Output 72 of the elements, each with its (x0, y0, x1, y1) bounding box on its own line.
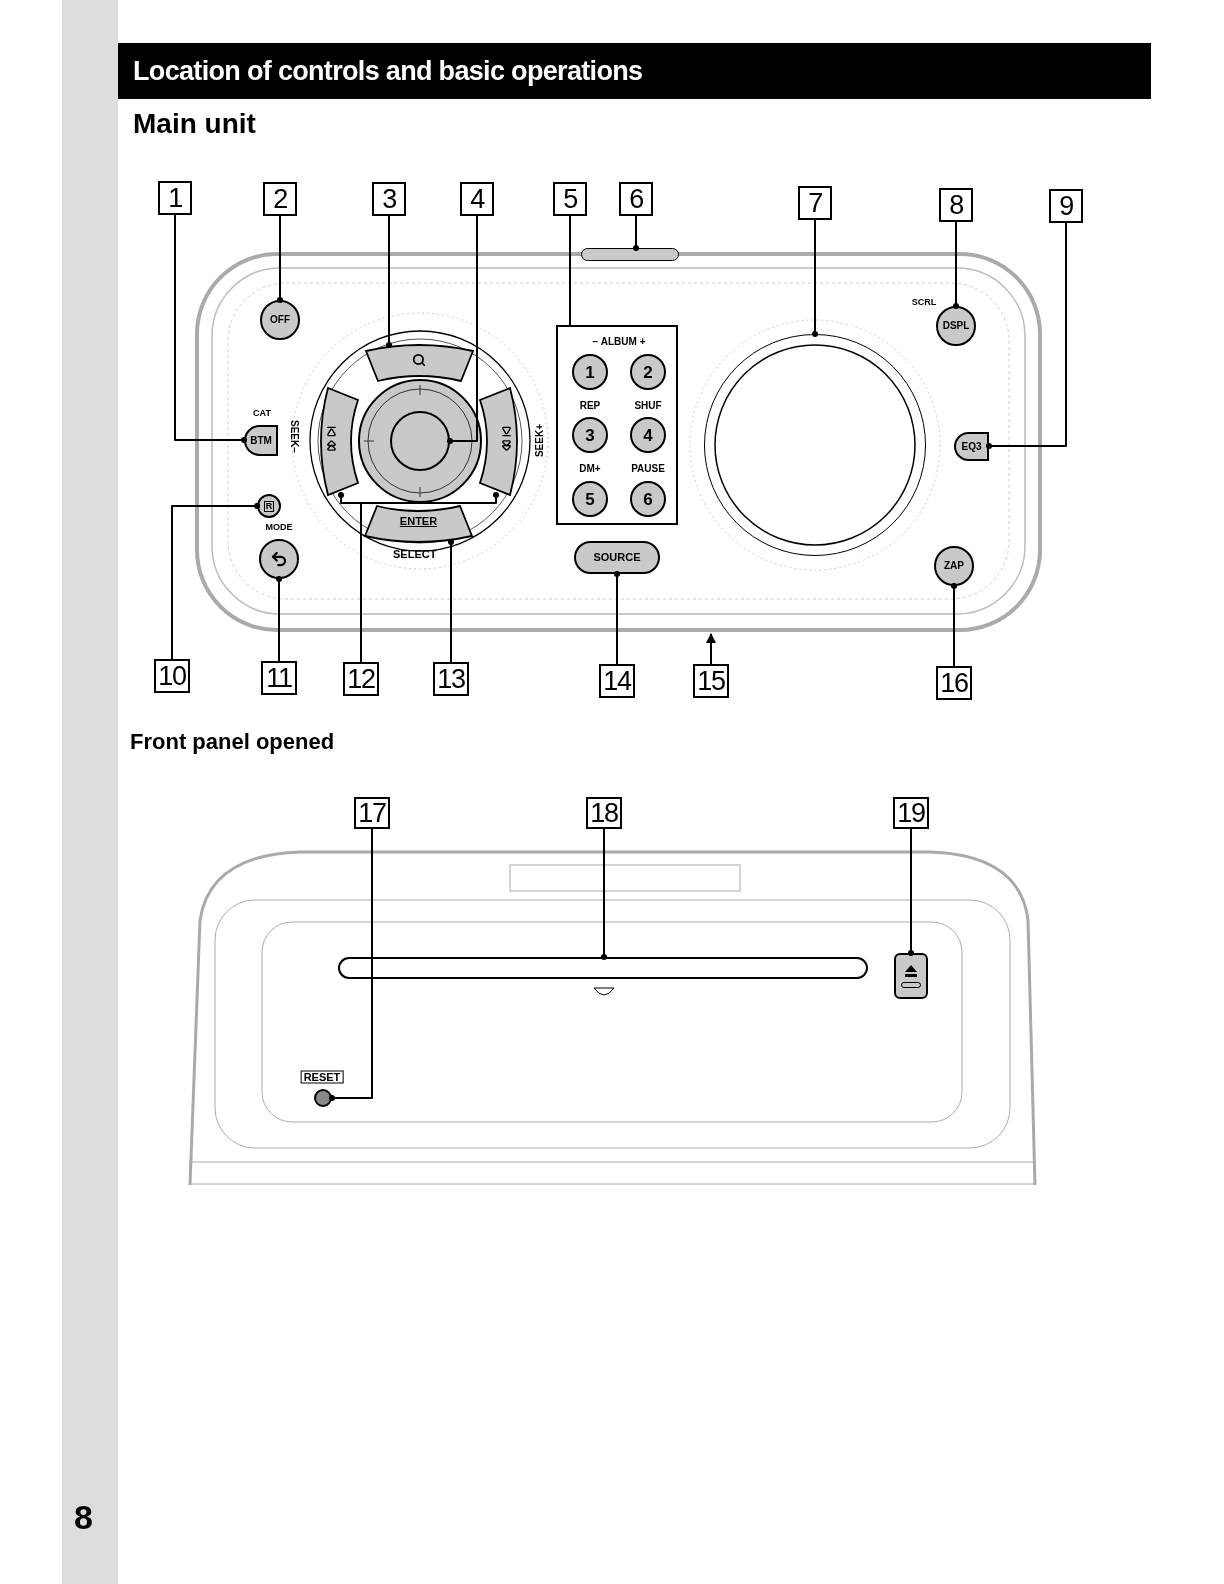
leader-line (613, 570, 621, 665)
leader-line (174, 214, 248, 444)
control-label: SEEK− (289, 420, 299, 454)
callout-number: 4 (460, 182, 494, 216)
leader-line (950, 582, 958, 667)
source-button: SOURCE (574, 541, 660, 574)
eject-button (894, 953, 928, 999)
section-heading: Main unit (133, 110, 256, 138)
round-button: ZAP (934, 546, 974, 586)
number-button: 6 (630, 481, 666, 517)
callout-number: 3 (372, 182, 406, 216)
callout-number: 14 (599, 664, 635, 698)
section-heading: Front panel opened (130, 731, 335, 753)
callout-number: 12 (343, 662, 379, 696)
mode-button (259, 539, 299, 579)
page-number: 8 (74, 1500, 93, 1534)
number-button: 3 (572, 417, 608, 453)
sensor-button: R (257, 494, 281, 518)
callout-number: 15 (693, 664, 729, 698)
callout-number: 9 (1049, 189, 1083, 223)
callout-number: 19 (893, 797, 929, 829)
leader-line (569, 215, 571, 326)
release-slider (581, 248, 679, 261)
callout-number: 11 (261, 661, 297, 695)
leader-line (985, 222, 1067, 450)
leader-line (171, 502, 261, 660)
callout-number: 8 (939, 188, 973, 222)
callout-number: 10 (154, 659, 190, 693)
enter-button: ENTER (365, 506, 472, 542)
leader-line (328, 828, 373, 1102)
tab-button: EQ3 (954, 432, 989, 461)
button-label: DM+ (579, 461, 601, 476)
search-button (366, 345, 473, 381)
leader-line (275, 575, 283, 662)
leader-line (811, 219, 819, 338)
callout-number: 5 (553, 182, 587, 216)
button-caption: SCRL (911, 297, 937, 307)
callout-number: 1 (158, 181, 192, 215)
round-button: DSPL (936, 306, 976, 346)
preset-panel (556, 325, 678, 525)
callout-number: 2 (263, 182, 297, 216)
button-caption: MODE (265, 522, 293, 532)
disc-slot (338, 957, 868, 979)
callout-number: 13 (433, 662, 469, 696)
title-bar: Location of controls and basic operations (118, 43, 1151, 99)
callout-number: 16 (936, 666, 972, 700)
number-button: 2 (630, 354, 666, 390)
leader-line (907, 828, 915, 957)
control-label: SEEK+ (535, 424, 545, 458)
button-caption: CAT (253, 408, 271, 418)
callout-number: 6 (619, 182, 653, 216)
number-button: 1 (572, 354, 608, 390)
reset-hole (314, 1089, 332, 1107)
leader-line (385, 215, 393, 349)
callout-number: 18 (586, 797, 622, 829)
arrow (706, 633, 716, 665)
button-label: − ALBUM + (592, 334, 646, 349)
number-button: 4 (630, 417, 666, 453)
leader-line (276, 215, 284, 304)
button-label: REP (579, 398, 601, 413)
leader-line (952, 221, 960, 310)
leader-line (632, 215, 640, 252)
number-button: 5 (572, 481, 608, 517)
tab-button: BTM (244, 425, 278, 456)
round-button: OFF (260, 300, 300, 340)
leader-line (446, 215, 478, 445)
leader-line (447, 538, 455, 663)
button-label: PAUSE (631, 461, 665, 476)
callout-number: 7 (798, 186, 832, 220)
callout-number: 17 (354, 797, 390, 829)
button-label: SHUF (634, 398, 662, 413)
leader-line (600, 828, 608, 961)
